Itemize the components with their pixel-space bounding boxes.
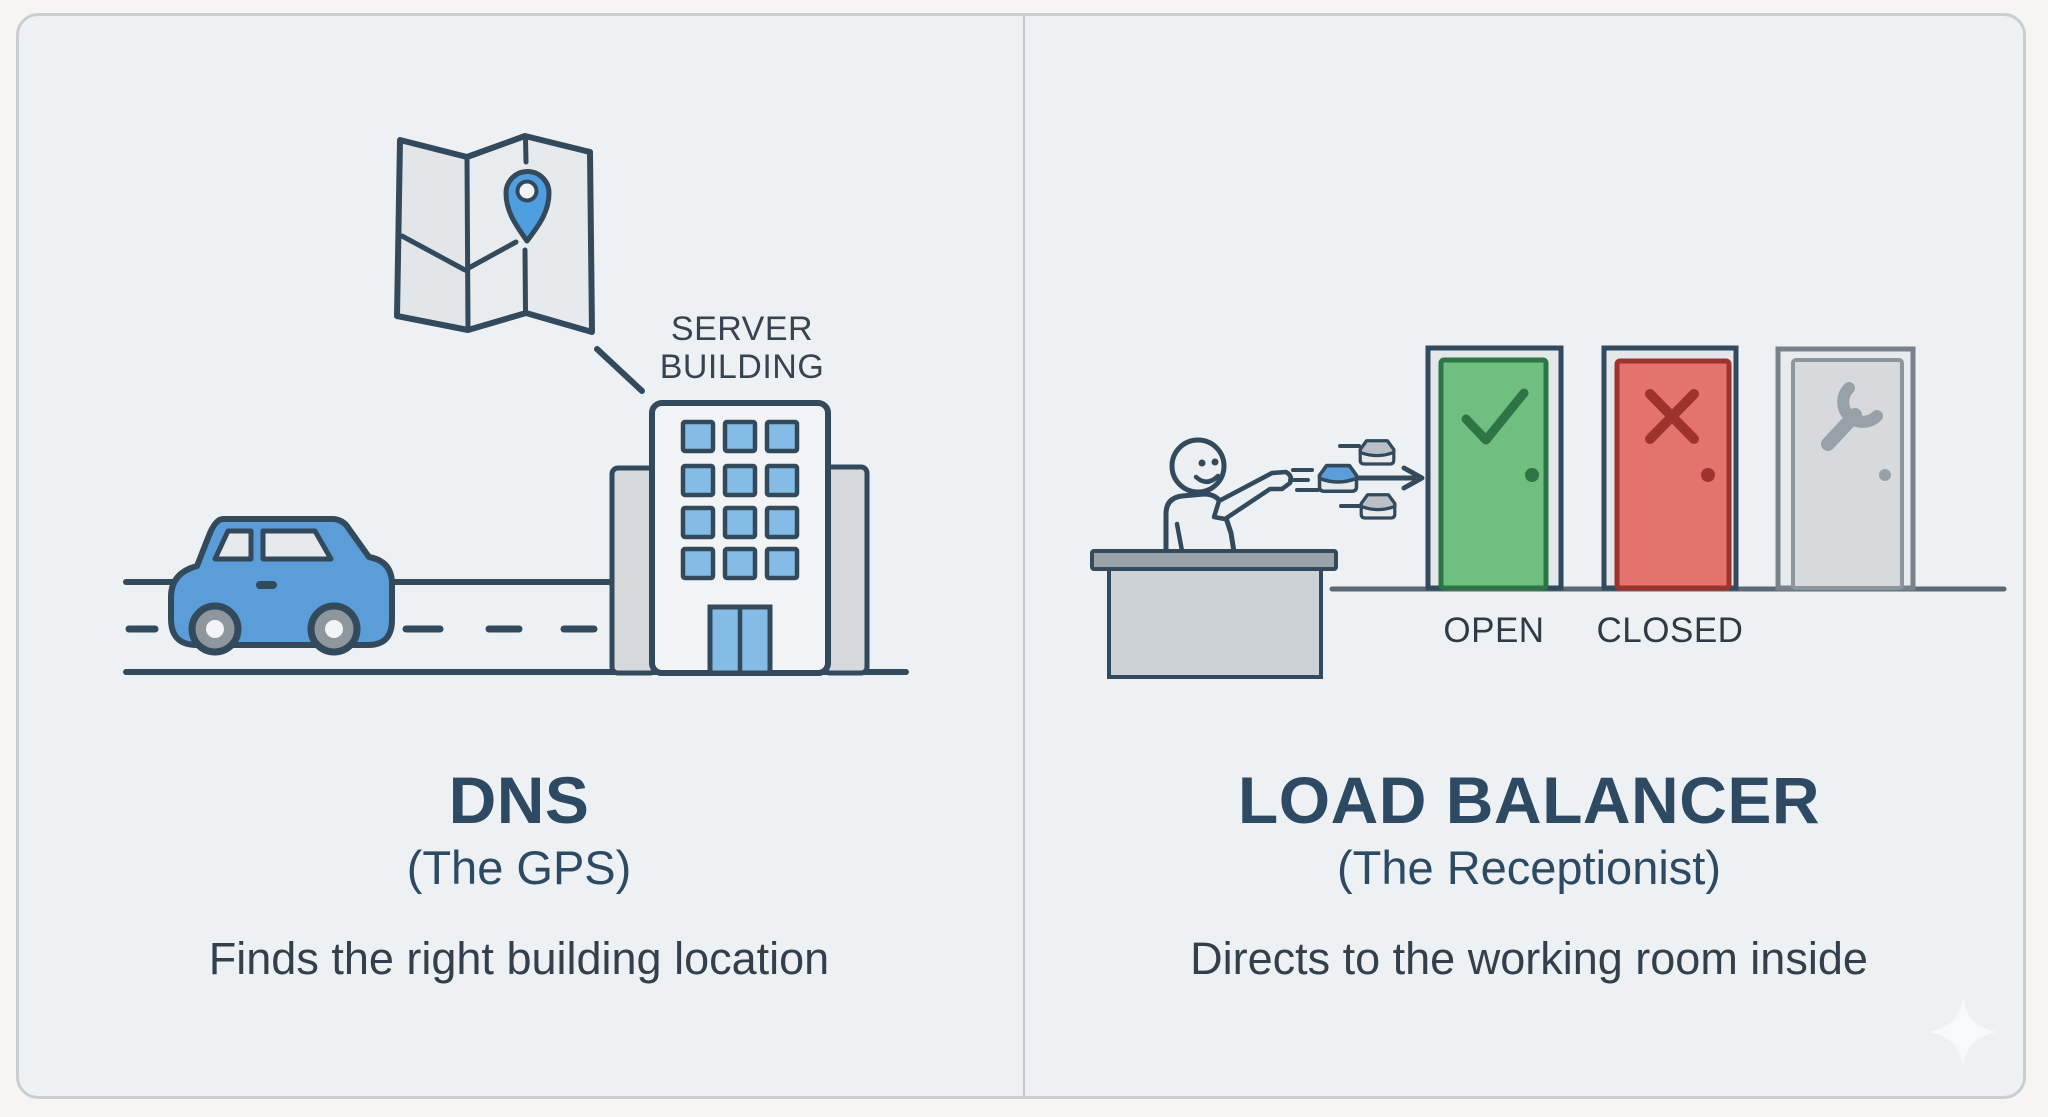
pointing-arm <box>1211 469 1294 522</box>
door-knob <box>1525 468 1539 482</box>
map-to-building-connector <box>594 346 645 394</box>
door-closed-icon <box>1601 345 1739 591</box>
building-windows <box>680 419 800 581</box>
closed-door-label: CLOSED <box>1596 611 1744 650</box>
car-door-handle <box>256 581 277 589</box>
server-building-icon <box>609 400 870 676</box>
receptionist-icon <box>1163 437 1294 555</box>
smiley-face <box>1193 458 1221 484</box>
wrench-icon <box>1821 382 1883 451</box>
motion-lines <box>1288 444 1361 508</box>
sparkle-icon <box>1929 998 1997 1066</box>
map-road-line <box>399 233 519 273</box>
reception-desk <box>1090 549 1338 679</box>
folded-map-icon <box>394 133 595 335</box>
car-rear-window <box>260 528 334 562</box>
door-knob <box>1879 469 1891 481</box>
load-balancer-caption: Directs to the working room inside <box>1190 933 1868 984</box>
door-open-icon <box>1425 345 1564 591</box>
server-building-label-line2: BUILDING <box>659 348 825 386</box>
arrow-right-icon <box>1355 465 1425 491</box>
request-envelopes-icon <box>1288 439 1425 520</box>
panel-divider <box>1023 16 1025 1096</box>
building-entrance-door <box>707 604 773 676</box>
car-front-window <box>212 528 254 562</box>
load-balancer-subtitle: (The Receptionist) <box>1337 841 1721 894</box>
server-building-label: SERVER BUILDING <box>616 310 868 386</box>
door-knob <box>1701 468 1715 482</box>
server-building-label-line1: SERVER <box>670 310 814 348</box>
x-icon <box>1645 389 1699 444</box>
car-icon <box>168 516 395 656</box>
open-door-label: OPEN <box>1443 611 1545 650</box>
head <box>1169 437 1227 495</box>
door-maintenance-icon <box>1775 346 1916 591</box>
load-balancer-title: LOAD BALANCER <box>1237 763 1821 837</box>
car-wheels <box>188 602 361 656</box>
dns-title: DNS <box>448 763 590 837</box>
location-pin-icon <box>503 169 552 244</box>
dns-caption: Finds the right building location <box>208 933 830 984</box>
dns-subtitle: (The GPS) <box>406 841 632 894</box>
checkmark-icon <box>1461 388 1529 445</box>
